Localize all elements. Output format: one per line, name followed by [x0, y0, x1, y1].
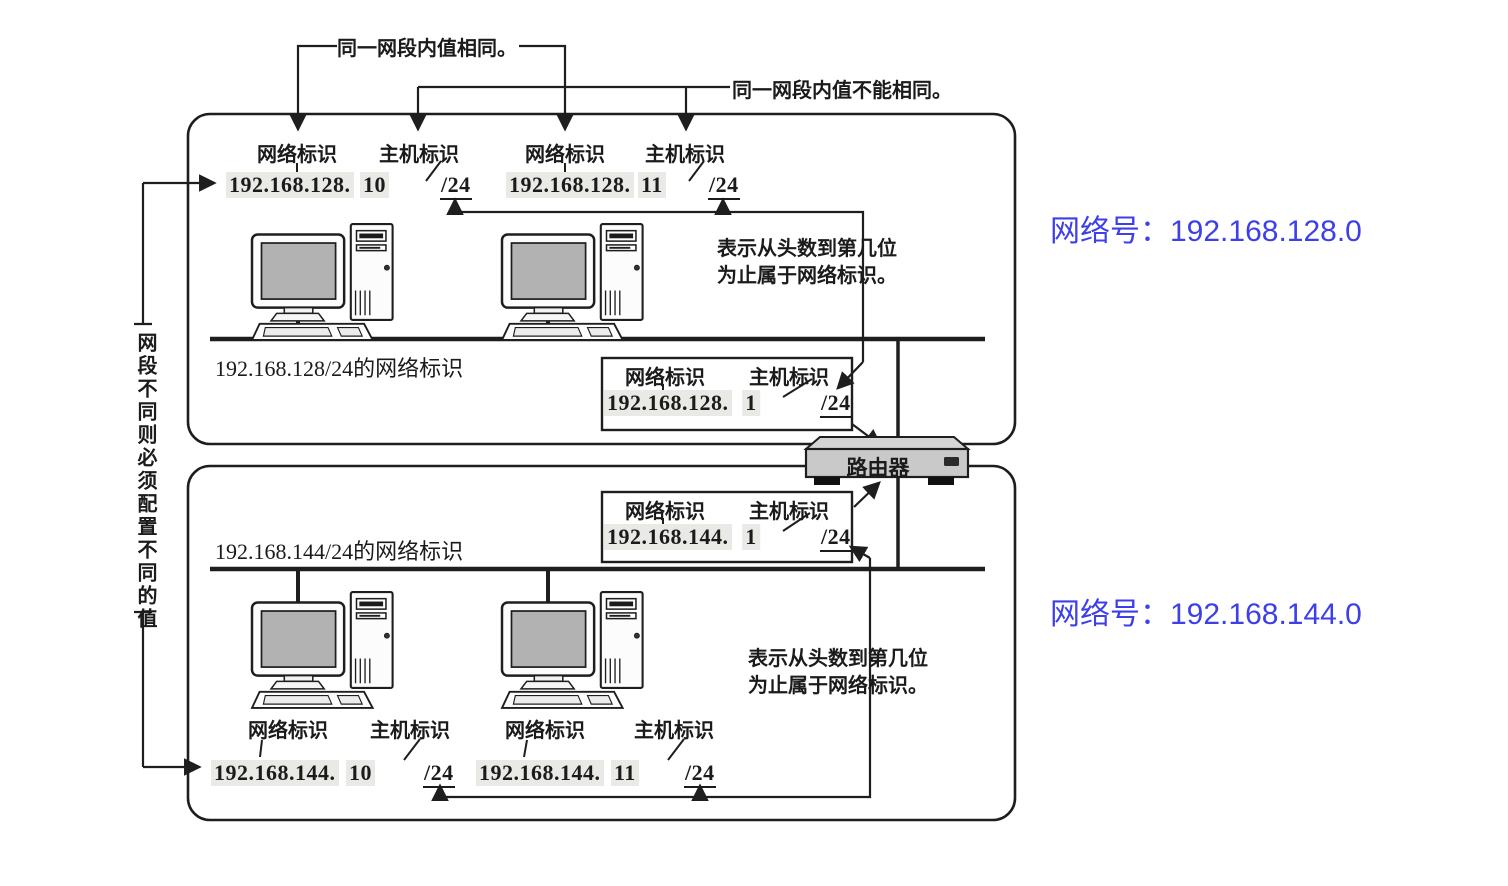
seg2-hosta-prefix: /24 [423, 760, 455, 788]
segment2-boundary-box [186, 464, 1017, 822]
seg2-prefix-note-line2: 为止属于网络标识。 [748, 675, 928, 697]
interface2-to-router-arrow [853, 481, 881, 508]
seg1-prefix-note-line1: 表示从头数到第几位 [717, 238, 897, 260]
seg1-bus-caption: 192.168.128/24的网络标识 [215, 356, 464, 381]
different-segments-bracket [134, 174, 217, 776]
seg2-prefix-note-line1: 表示从头数到第几位 [748, 648, 928, 670]
segment1-boundary-box [186, 112, 1017, 446]
if2-prefix: /24 [820, 524, 852, 552]
seg2-bus-caption: 192.168.144/24的网络标识 [215, 539, 464, 564]
if2-host-label: 主机标识 [749, 501, 829, 523]
annotation-same-value: 同一网段内值相同。 [337, 38, 517, 60]
router-label: 路由器 [846, 456, 910, 480]
seg1-hosta-network-part: 192.168.128. [226, 172, 354, 198]
seg2-hostb-network-part: 192.168.144. [476, 760, 604, 786]
same-value-annotation-lines [289, 44, 574, 132]
if2-host-part: 1 [742, 524, 760, 550]
computer-seg1-host-b [500, 222, 644, 342]
seg2-prefix-note: 表示从头数到第几位 为止属于网络标识。 [748, 646, 928, 700]
if2-network-label: 网络标识 [625, 501, 705, 523]
seg1-hosta-prefix: /24 [440, 172, 472, 200]
seg1-hosta-host-part: 10 [360, 172, 389, 198]
if1-host-label: 主机标识 [749, 367, 829, 389]
segment2-label-ticks [259, 738, 685, 761]
seg1-hostb-host-label: 主机标识 [645, 144, 725, 166]
seg2-hosta-network-label: 网络标识 [248, 720, 328, 742]
seg1-hosta-host-label: 主机标识 [379, 144, 459, 166]
seg1-hosta-network-label: 网络标识 [257, 144, 337, 166]
if1-network-label: 网络标识 [625, 367, 705, 389]
seg2-hostb-prefix: /24 [684, 760, 716, 788]
left-vertical-note: 网段不同则必须配置不同的值 [134, 332, 156, 631]
seg2-hostb-host-label: 主机标识 [634, 720, 714, 742]
if1-host-part: 1 [742, 390, 760, 416]
different-value-annotation-lines [409, 85, 730, 132]
seg2-hosta-host-label: 主机标识 [370, 720, 450, 742]
seg1-hostb-network-label: 网络标识 [525, 144, 605, 166]
seg1-prefix-note: 表示从头数到第几位 为止属于网络标识。 [717, 236, 897, 290]
seg1-network-number: 网络号：192.168.128.0 [1050, 215, 1362, 248]
if1-network-part: 192.168.128. [604, 390, 732, 416]
seg2-network-number: 网络号：192.168.144.0 [1050, 598, 1362, 631]
annotation-different-value: 同一网段内值不能相同。 [732, 80, 952, 102]
seg2-hosta-host-part: 10 [346, 760, 375, 786]
seg1-hostb-host-part: 11 [638, 172, 666, 198]
seg2-hosta-network-part: 192.168.144. [211, 760, 339, 786]
seg1-prefix-note-line2: 为止属于网络标识。 [717, 265, 897, 287]
seg1-hostb-network-part: 192.168.128. [506, 172, 634, 198]
if1-prefix: /24 [820, 390, 852, 418]
segment1-prefix-connector [446, 197, 865, 390]
seg2-hostb-host-part: 11 [611, 760, 639, 786]
router-illustration [803, 436, 971, 485]
computer-seg1-host-a [250, 222, 394, 342]
computer-seg2-host-b [500, 590, 644, 710]
if2-network-part: 192.168.144. [604, 524, 732, 550]
seg2-hostb-network-label: 网络标识 [505, 720, 585, 742]
computer-seg2-host-a [250, 590, 394, 710]
seg1-hostb-prefix: /24 [708, 172, 740, 200]
